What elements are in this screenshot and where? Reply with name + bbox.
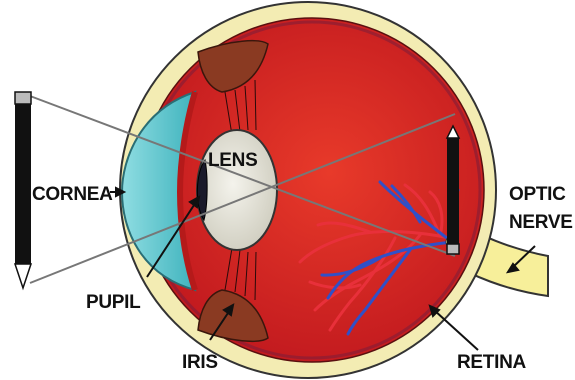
retinal-image-pencil bbox=[447, 126, 459, 254]
object-pencil bbox=[15, 92, 31, 288]
label-cornea: CORNEA bbox=[32, 184, 113, 205]
label-iris: IRIS bbox=[182, 352, 218, 373]
label-lens: LENS bbox=[208, 150, 257, 171]
label-pupil: PUPIL bbox=[86, 292, 141, 313]
label-retina: RETINA bbox=[457, 352, 527, 373]
label-optic-nerve-line1: OPTIC bbox=[509, 184, 566, 205]
label-optic-nerve-line2: NERVE bbox=[509, 212, 573, 233]
